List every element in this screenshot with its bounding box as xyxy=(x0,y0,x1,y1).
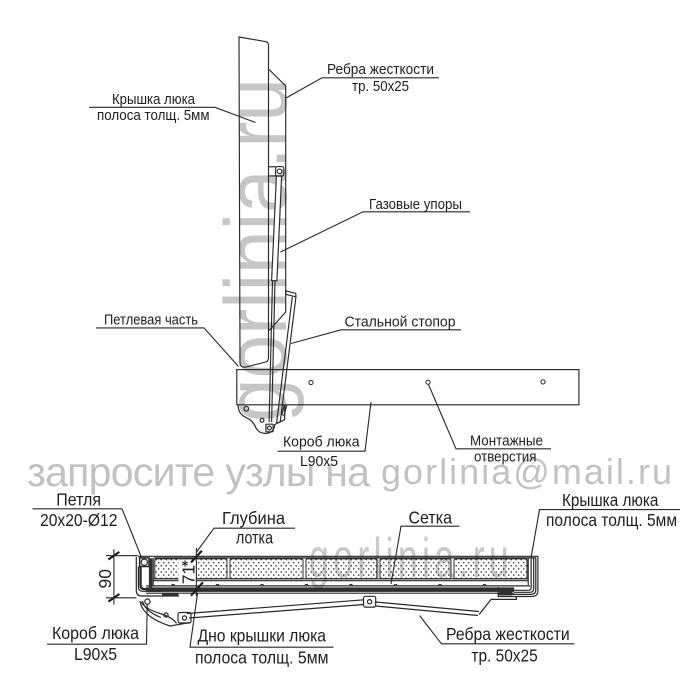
svg-text:gorlinia@mail.ru: gorlinia@mail.ru xyxy=(381,451,672,492)
svg-text:Крышка люка: Крышка люка xyxy=(562,490,659,510)
svg-text:Петля: Петля xyxy=(56,489,101,509)
svg-text:Дно крышки люка: Дно крышки люка xyxy=(198,626,327,646)
svg-text:полоса толщ. 5мм: полоса толщ. 5мм xyxy=(195,648,329,668)
svg-text:Крышка люка: Крышка люка xyxy=(112,91,196,108)
svg-text:Газовые упоры: Газовые упоры xyxy=(369,196,462,213)
svg-text:отверстия: отверстия xyxy=(474,449,537,466)
svg-text:90: 90 xyxy=(95,569,115,589)
svg-text:L90х5: L90х5 xyxy=(300,453,338,470)
svg-text:Ребра жесткости: Ребра жесткости xyxy=(327,61,434,78)
svg-text:лотка: лотка xyxy=(236,528,273,548)
svg-text:Короб люка: Короб люка xyxy=(52,623,139,643)
svg-text:полоса толщ. 5мм: полоса толщ. 5мм xyxy=(546,510,677,530)
svg-text:Сетка: Сетка xyxy=(409,508,453,528)
svg-text:полоса толщ. 5мм: полоса толщ. 5мм xyxy=(97,107,210,124)
svg-text:Глубина: Глубина xyxy=(222,508,285,528)
svg-text:Стальной стопор: Стальной стопор xyxy=(345,314,456,331)
svg-text:71: 71 xyxy=(178,565,198,584)
svg-text:Петлевая часть: Петлевая часть xyxy=(104,312,198,329)
svg-text:L90х5: L90х5 xyxy=(74,644,117,664)
svg-text:тр. 50х25: тр. 50х25 xyxy=(471,646,537,666)
svg-text:Монтажные: Монтажные xyxy=(470,433,543,450)
svg-text:20х20-Ø12: 20х20-Ø12 xyxy=(40,510,117,530)
svg-text:Ребра жесткости: Ребра жесткости xyxy=(446,624,570,644)
svg-text:запросите узлы на: запросите узлы на xyxy=(27,449,370,495)
svg-text:тр. 50х25: тр. 50х25 xyxy=(352,78,409,95)
svg-text:Короб люка: Короб люка xyxy=(283,434,360,451)
svg-text:gorlinia.ru: gorlinia.ru xyxy=(208,78,305,422)
